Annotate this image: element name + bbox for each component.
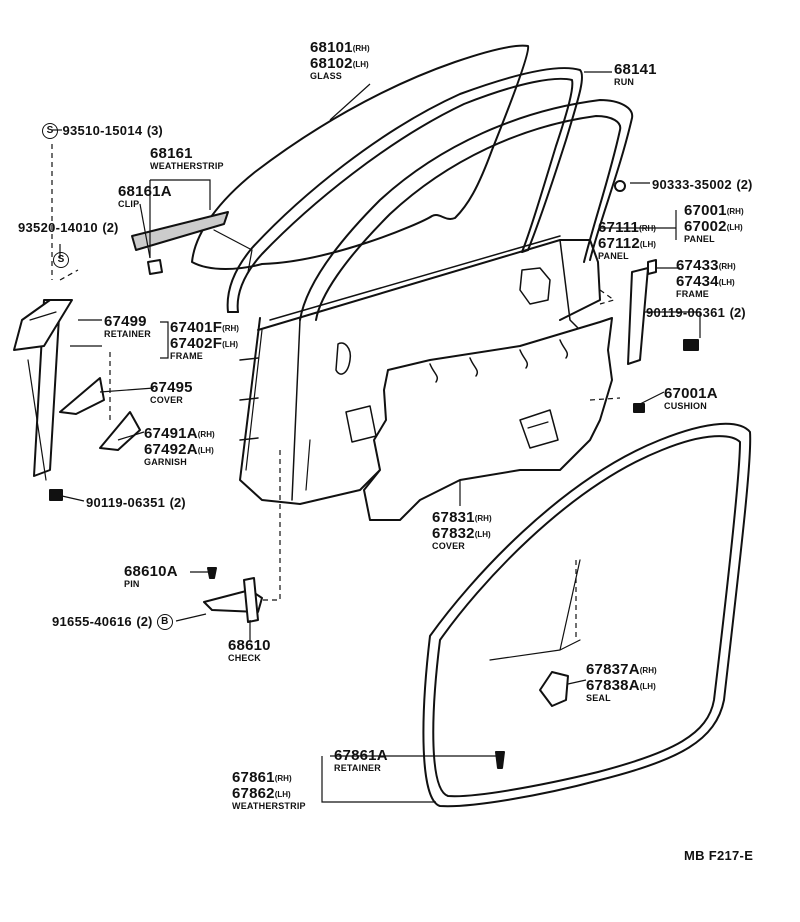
callout-retainer-ws: 67861A RETAINER bbox=[334, 747, 388, 773]
callout-cover-large: 67831(RH) 67832(LH) COVER bbox=[432, 509, 492, 551]
callout-run: 68141 RUN bbox=[614, 61, 657, 87]
callout-garnish: 67491A(RH) 67492A(LH) GARNISH bbox=[144, 425, 215, 467]
dashed-guide-lines bbox=[51, 144, 621, 640]
seal-shape bbox=[539, 671, 569, 707]
leader-lines bbox=[52, 71, 701, 803]
callout-seal: 67837A(RH) 67838A(LH) SEAL bbox=[586, 661, 657, 703]
small-cover-shape bbox=[59, 377, 105, 415]
callout-bolt-check: 91655-40616 (2) B bbox=[52, 614, 173, 630]
screw2-symbol: S bbox=[53, 252, 69, 268]
callout-screw2: 93520-14010 (2) bbox=[18, 220, 119, 235]
callout-cover-small: 67495 COVER bbox=[150, 379, 193, 405]
callout-frame-front: 67401F(RH) 67402F(LH) FRAME bbox=[170, 319, 239, 361]
callout-retainer: 67499 RETAINER bbox=[104, 313, 151, 339]
callout-pin: 68610A PIN bbox=[124, 563, 178, 589]
callout-weatherstrip-door: 67861(RH) 67862(LH) WEATHERSTRIP bbox=[232, 769, 306, 811]
callout-check: 68610 CHECK bbox=[228, 637, 271, 663]
callout-glass: 68101(RH) 68102(LH) GLASS bbox=[310, 39, 370, 81]
callout-frame-rear: 67433(RH) 67434(LH) FRAME bbox=[676, 257, 736, 299]
large-cover-shape bbox=[363, 317, 613, 521]
callout-panel: 67111(RH) 67112(LH) PANEL bbox=[598, 219, 656, 261]
door-weatherstrip-shape bbox=[422, 422, 752, 808]
upper-weatherstrip-shape bbox=[131, 211, 229, 275]
small-fasteners bbox=[49, 180, 699, 769]
rear-frame-shape bbox=[627, 259, 657, 365]
diagram-code: MB F217-E bbox=[684, 848, 754, 863]
callout-screw1: S 93510-15014 (3) bbox=[42, 123, 163, 139]
check-shape bbox=[203, 577, 263, 623]
garnish-shape bbox=[99, 411, 141, 451]
callout-clip: 68161A CLIP bbox=[118, 183, 172, 209]
callout-plug: 90333-35002 (2) bbox=[652, 177, 753, 192]
callout-bolt-front: 90119-06351 (2) bbox=[86, 495, 186, 510]
door-panel-shape bbox=[239, 99, 634, 505]
callout-weatherstrip-upper: 68161 WEATHERSTRIP bbox=[150, 145, 224, 171]
callout-panel-assy: 67001(RH) 67002(LH) PANEL bbox=[684, 202, 744, 244]
callout-cushion: 67001A CUSHION bbox=[664, 385, 718, 411]
callout-bolt-rear: 90119-06361 (2) bbox=[646, 305, 746, 320]
front-frame-shape bbox=[13, 299, 73, 481]
